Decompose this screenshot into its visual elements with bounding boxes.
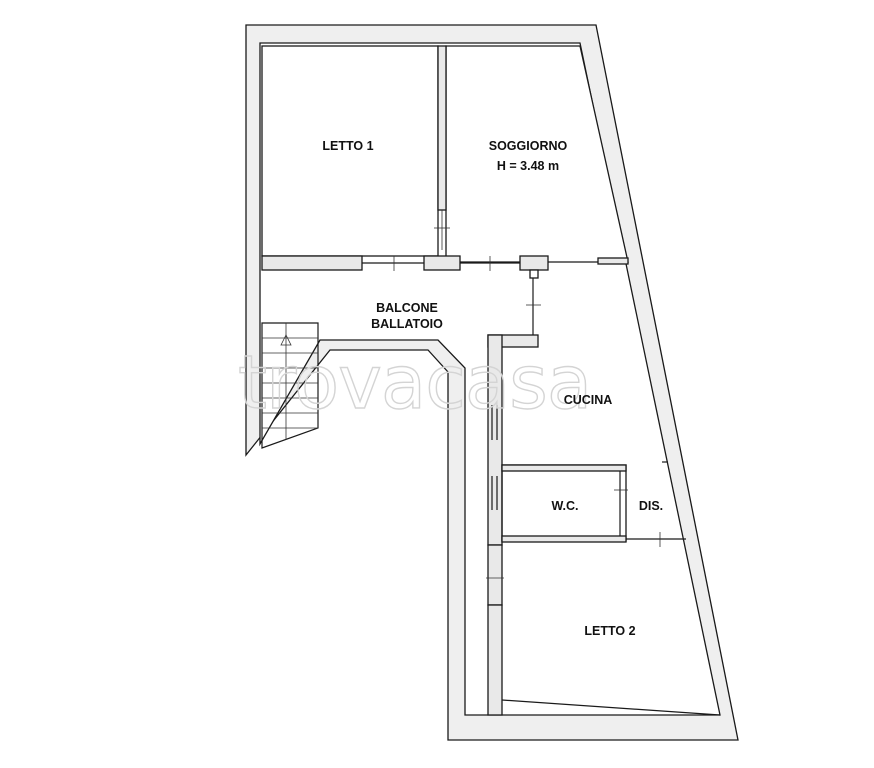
staircase — [261, 322, 319, 449]
label-balcone: BALCONE — [376, 301, 438, 315]
label-ballatoio: BALLATOIO — [371, 317, 443, 331]
letto2-room — [486, 544, 721, 716]
label-letto2: LETTO 2 — [584, 624, 635, 638]
dis-partition — [626, 461, 686, 547]
letto1-room — [261, 45, 439, 257]
label-dis: DIS. — [639, 499, 663, 513]
label-soggiorno: SOGGIORNO — [489, 139, 568, 153]
watermark-text: trovacasa — [238, 340, 591, 426]
partition-wall — [434, 45, 450, 250]
label-soggiorno-height: H = 3.48 m — [497, 159, 559, 173]
label-cucina: CUCINA — [564, 393, 613, 407]
corridor-wall — [261, 255, 629, 335]
label-letto1: LETTO 1 — [322, 139, 373, 153]
label-wc: W.C. — [551, 499, 578, 513]
